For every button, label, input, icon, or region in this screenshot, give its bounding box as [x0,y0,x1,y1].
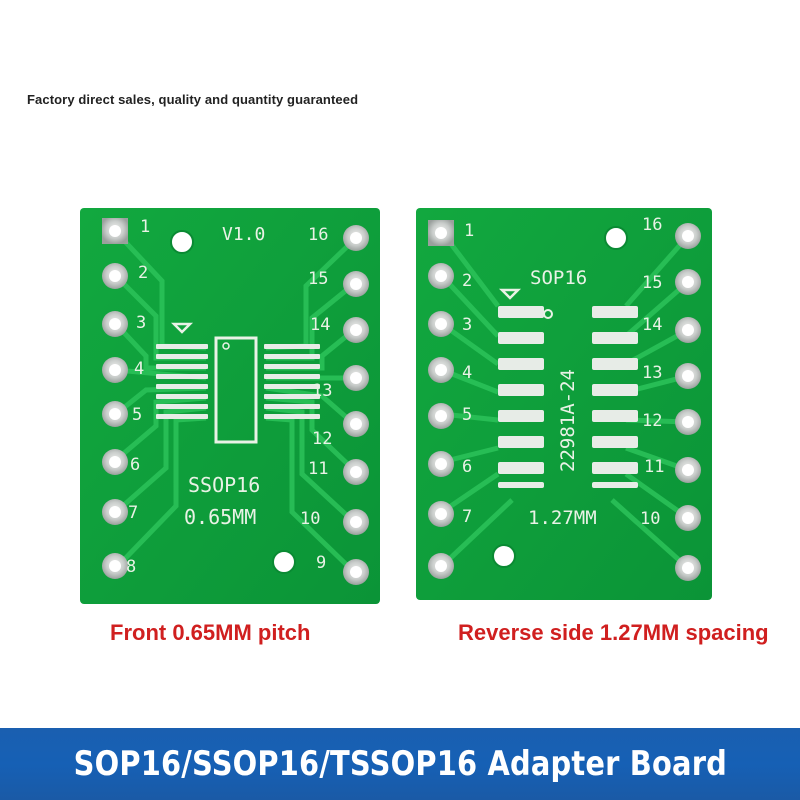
pin-label: 15 [642,273,662,293]
mount-hole [272,550,296,574]
pin-label: 11 [308,459,328,479]
pin-label: 10 [640,509,660,529]
right-pads [675,223,701,581]
chip-outline [214,336,258,444]
pin-label: 11 [644,457,664,477]
pin-label: 4 [462,363,472,383]
pin-label: 6 [130,455,140,475]
pin-label: 1 [464,221,474,241]
front-caption: Front 0.65MM pitch [110,620,311,645]
pin-label: 14 [310,315,330,335]
pin-label: 7 [128,503,138,523]
pin-label: 12 [312,429,332,449]
pin-label: 5 [462,405,472,425]
pin-label: 13 [642,363,662,383]
pin-label: 15 [308,269,328,289]
pitch-label: 0.65MM [184,505,256,529]
pin1-triangle [498,288,522,300]
pin-label: 8 [126,557,136,577]
front-board-photo: 1 2 3 4 5 6 7 8 16 15 14 13 12 11 10 9 V… [76,206,392,606]
left-pads [428,220,454,579]
pin-label: 14 [642,315,662,335]
pin-label: 5 [132,405,142,425]
pin-label: 7 [462,507,472,527]
version-label: V1.0 [222,224,265,245]
pitch-label: 1.27MM [528,507,597,529]
back-board: 1 2 3 4 5 6 7 16 15 14 13 12 11 10 SOP16… [416,208,712,600]
package-label: SSOP16 [188,473,260,497]
sop-pads [498,306,638,488]
pin-label: 4 [134,359,144,379]
title-banner: SOP16/SSOP16/TSSOP16 Adapter Board [0,728,800,800]
pin-label: 16 [308,225,328,245]
package-label: SOP16 [530,267,587,289]
pin-label: 9 [316,553,326,573]
back-board-photo: 1 2 3 4 5 6 7 16 15 14 13 12 11 10 SOP16… [412,206,722,606]
pin-label: 1 [140,217,150,237]
pin1-dot [222,342,230,350]
left-pads [102,218,128,579]
pin-label: 16 [642,215,662,235]
banner-title: SOP16/SSOP16/TSSOP16 Adapter Board [73,744,727,784]
right-pads [343,225,369,585]
pin-label: 6 [462,457,472,477]
mount-hole [170,230,194,254]
pin-label: 3 [462,315,472,335]
back-caption: Reverse side 1.27MM spacing [458,620,769,645]
pin-label: 12 [642,411,662,431]
pin1-dot [543,309,553,319]
part-number-label: 22981A-24 [557,369,579,472]
mount-hole [604,226,628,250]
ssop-pads [156,344,320,419]
pin-label: 13 [312,381,332,401]
pin-label: 10 [300,509,320,529]
pin1-triangle [170,322,194,334]
tagline: Factory direct sales, quality and quanti… [27,92,359,107]
mount-hole [492,544,516,568]
pcb-body [416,208,712,600]
pin-label: 2 [138,263,148,283]
pin-label: 3 [136,313,146,333]
front-board: 1 2 3 4 5 6 7 8 16 15 14 13 12 11 10 9 V… [80,208,380,604]
pin-label: 2 [462,271,472,291]
